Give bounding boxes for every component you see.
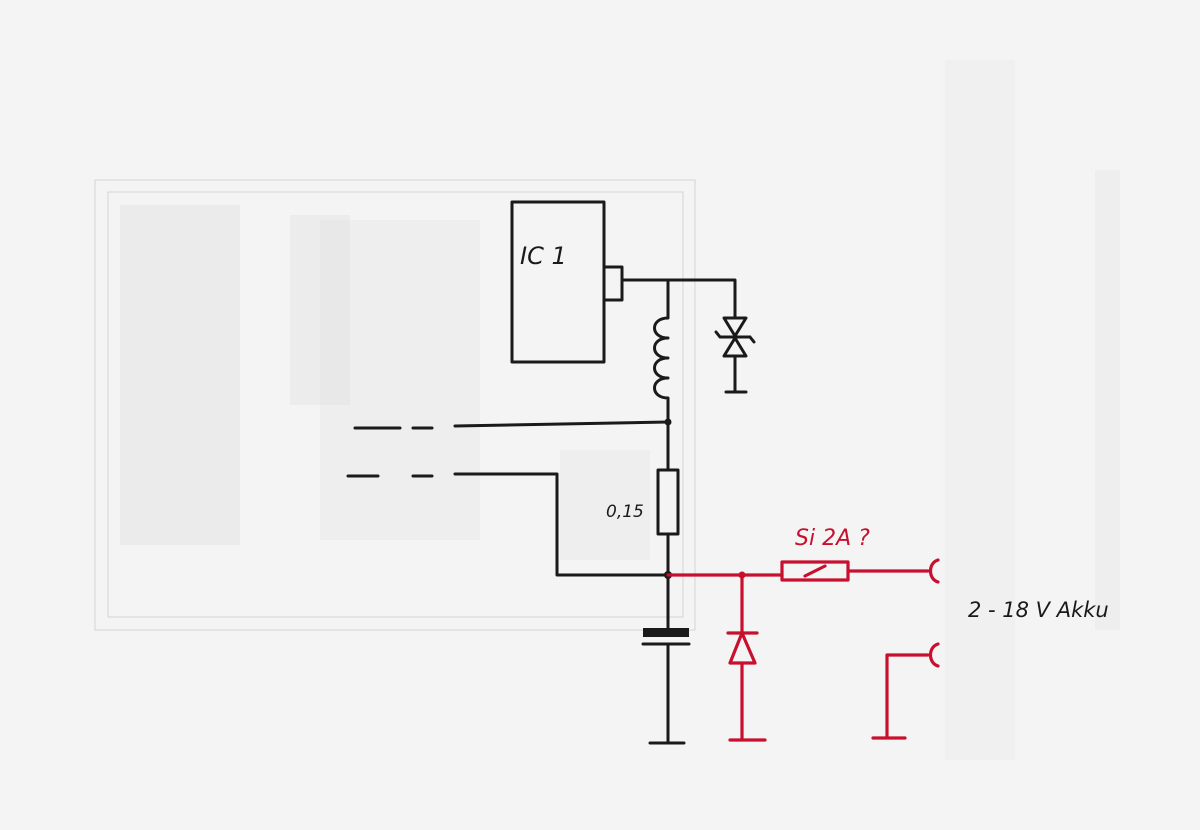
fuse-label: Si 2A ?	[795, 526, 870, 551]
protection-diode-symbol	[726, 631, 759, 665]
supply-label: 2 - 18 V Akku	[968, 598, 1109, 622]
negative-terminal	[928, 642, 940, 668]
capacitor-symbol	[641, 628, 691, 646]
positive-terminal	[928, 558, 940, 584]
top-rail-wire	[666, 278, 737, 320]
ic1-output-pin	[602, 265, 670, 302]
paper-show-through	[94, 60, 1120, 760]
fuse-element	[803, 564, 827, 578]
ic1-label: IC 1	[520, 242, 567, 270]
resistor-body	[656, 468, 680, 536]
negative-terminal-wire	[885, 653, 930, 739]
wire-upper-to-node	[453, 420, 670, 428]
tvs-diode-symbol	[714, 316, 756, 394]
inductor-coil	[653, 278, 670, 424]
ic1-body	[510, 200, 606, 364]
resistor-label: 0,15	[606, 502, 644, 522]
wire-lower-to-node	[453, 472, 670, 577]
